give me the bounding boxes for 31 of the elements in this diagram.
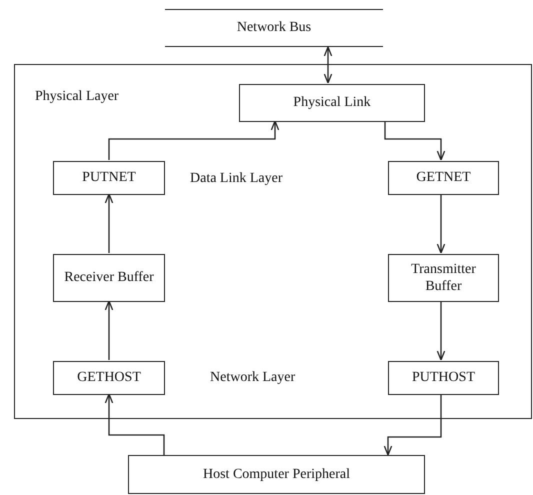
arrow [104, 193, 114, 253]
process-box [239, 84, 425, 122]
node-label: PUTHOST [412, 369, 475, 387]
layer-frame [14, 64, 532, 419]
node-label: PUTNET [82, 169, 136, 187]
node-label: Network Bus [236, 19, 312, 37]
arrow [324, 46, 332, 84]
arrow [384, 121, 446, 161]
arrow [104, 393, 165, 455]
node-label: Physical Layer [35, 88, 119, 106]
node-label: GETNET [416, 169, 471, 187]
arrow [436, 301, 446, 361]
node-label: Host Computer Peripheral [203, 466, 350, 484]
process-box [388, 161, 499, 195]
process-box [53, 254, 165, 302]
node-label: Physical Link [293, 94, 371, 112]
process-box [53, 161, 165, 195]
process-box [388, 254, 499, 302]
layer-label: Data Link Layer [190, 171, 283, 187]
process-box [388, 361, 499, 395]
process-box [128, 455, 425, 494]
node-label: Receiver Buffer [64, 269, 154, 287]
process-box [53, 361, 165, 395]
layer-label: Network Layer [210, 370, 296, 386]
arrow [436, 194, 446, 254]
arrow [384, 394, 442, 456]
arrow [108, 120, 280, 160]
bus-line [165, 9, 383, 47]
arrow [104, 300, 114, 360]
node-label: GETHOST [77, 369, 141, 387]
node-label: Transmitter Buffer [410, 260, 477, 296]
